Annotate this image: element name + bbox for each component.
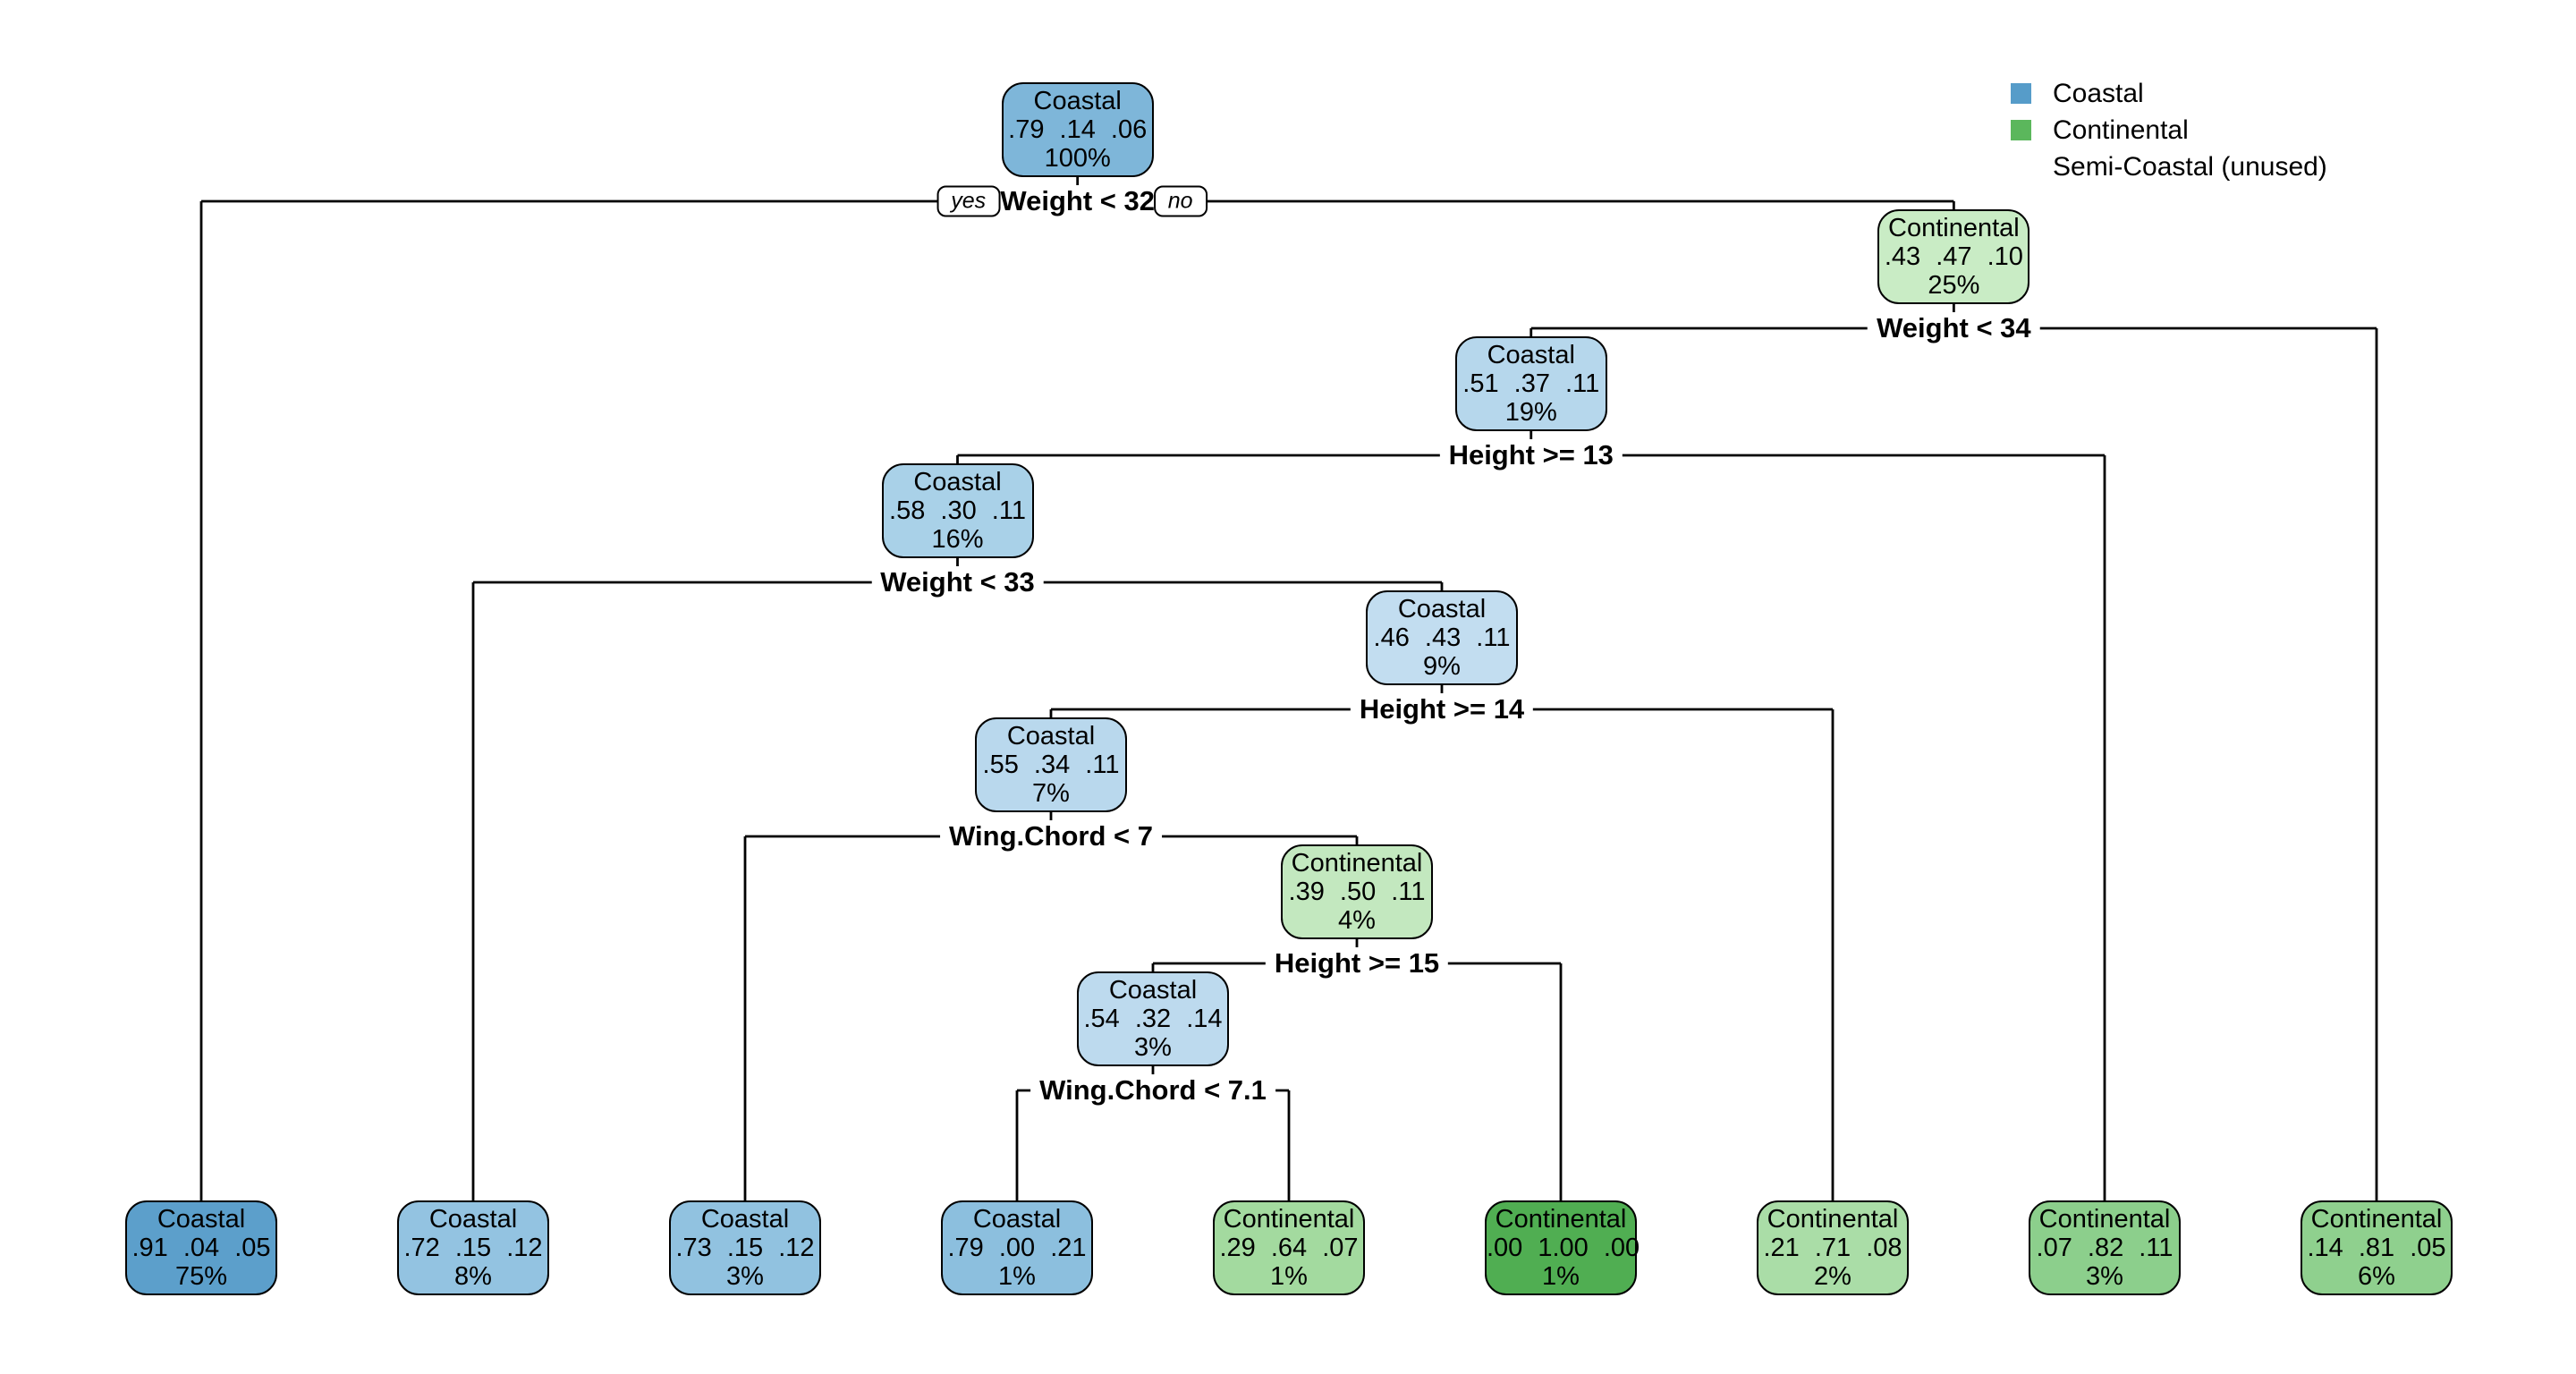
- node-class-label: Continental: [1291, 849, 1423, 878]
- node-probabilities: .54 .32 .14: [1083, 1005, 1223, 1033]
- split-label: Weight < 34: [1868, 312, 2040, 344]
- node-coverage: 4%: [1338, 906, 1376, 935]
- split-label: Height >= 14: [1350, 693, 1534, 725]
- node-probabilities: .51 .37 .11: [1462, 369, 1600, 398]
- legend-item-coastal: Coastal: [2011, 75, 2327, 112]
- split-label: Weight < 33: [871, 566, 1044, 598]
- node-coverage: 25%: [1928, 271, 1980, 300]
- legend-item-continental: Continental: [2011, 112, 2327, 148]
- legend-label-semi-coastal: Semi-Coastal (unused): [2053, 151, 2327, 182]
- node-coverage: 19%: [1504, 398, 1557, 427]
- node-coverage: 1%: [1542, 1262, 1580, 1291]
- split-label: Height >= 15: [1265, 947, 1449, 980]
- node-probabilities: .91 .04 .05: [131, 1234, 271, 1262]
- legend-swatch-semi-coastal: [2011, 157, 2031, 177]
- node-probabilities: .79 .00 .21: [947, 1234, 1087, 1262]
- legend-label-continental: Continental: [2053, 114, 2189, 145]
- split-label: Wing.Chord < 7: [940, 820, 1162, 852]
- node-coverage: 7%: [1032, 779, 1070, 808]
- node-probabilities: .58 .30 .11: [889, 496, 1026, 525]
- node-class-label: Coastal: [1397, 595, 1487, 623]
- node-coverage: 16%: [931, 525, 984, 554]
- node-class-label: Continental: [1888, 214, 2020, 242]
- node-probabilities: .43 .47 .10: [1884, 242, 2023, 271]
- node-probabilities: .73 .15 .12: [675, 1234, 815, 1262]
- split-label: Wing.Chord < 7.1: [1030, 1074, 1275, 1107]
- node-class-label: Continental: [2310, 1205, 2443, 1234]
- node-class-label: Coastal: [972, 1205, 1062, 1234]
- node-class-label: Coastal: [157, 1205, 246, 1234]
- node-class-label: Coastal: [700, 1205, 790, 1234]
- node-class-label: Coastal: [428, 1205, 518, 1234]
- node-class-label: Coastal: [1487, 341, 1575, 369]
- no-badge: no: [1153, 185, 1208, 217]
- legend-label-coastal: Coastal: [2053, 78, 2144, 108]
- yes-badge: yes: [936, 185, 1001, 217]
- node-probabilities: .46 .43 .11: [1373, 623, 1511, 652]
- node-probabilities: .72 .15 .12: [403, 1234, 543, 1262]
- node-probabilities: .79 .14 .06: [1008, 115, 1148, 144]
- node-coverage: 75%: [174, 1262, 228, 1291]
- node-coverage: 3%: [2086, 1262, 2123, 1291]
- node-probabilities: .14 .81 .05: [2307, 1234, 2446, 1262]
- node-coverage: 1%: [998, 1262, 1036, 1291]
- node-probabilities: .21 .71 .08: [1763, 1234, 1902, 1262]
- split-label: Weight < 32: [991, 185, 1164, 217]
- node-class-label: Coastal: [913, 468, 1002, 496]
- node-class-label: Coastal: [1033, 87, 1122, 115]
- node-coverage: 1%: [1270, 1262, 1308, 1291]
- node-coverage: 6%: [2358, 1262, 2395, 1291]
- node-coverage: 100%: [1044, 144, 1111, 173]
- node-coverage: 3%: [1134, 1033, 1172, 1062]
- node-coverage: 2%: [1814, 1262, 1852, 1291]
- node-probabilities: .00 1.00 .00: [1487, 1234, 1640, 1262]
- node-probabilities: .39 .50 .11: [1288, 878, 1426, 906]
- node-probabilities: .29 .64 .07: [1219, 1234, 1359, 1262]
- node-probabilities: .07 .82 .11: [2036, 1234, 2174, 1262]
- node-coverage: 9%: [1423, 652, 1461, 681]
- split-label: Height >= 13: [1439, 439, 1623, 471]
- legend-swatch-continental: [2011, 120, 2031, 140]
- node-class-label: Coastal: [1006, 722, 1096, 751]
- node-probabilities: .55 .34 .11: [982, 751, 1120, 779]
- node-class-label: Continental: [2038, 1205, 2171, 1234]
- legend-item-semi-coastal: Semi-Coastal (unused): [2011, 148, 2327, 185]
- legend-swatch-coastal: [2011, 83, 2031, 104]
- node-coverage: 3%: [726, 1262, 764, 1291]
- legend: Coastal Continental Semi-Coastal (unused…: [2011, 75, 2327, 185]
- node-class-label: Coastal: [1108, 976, 1198, 1005]
- node-coverage: 8%: [454, 1262, 492, 1291]
- node-class-label: Continental: [1223, 1205, 1355, 1234]
- node-class-label: Continental: [1495, 1205, 1627, 1234]
- node-class-label: Continental: [1767, 1205, 1899, 1234]
